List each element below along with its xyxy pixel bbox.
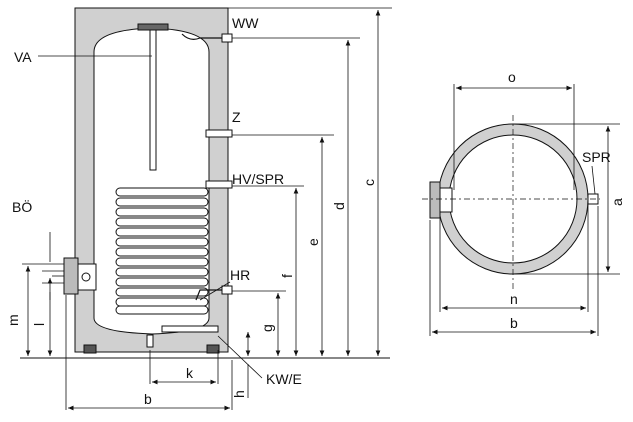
label-a: a bbox=[609, 198, 625, 206]
label-c: c bbox=[361, 179, 377, 186]
heat-coil-lower bbox=[115, 267, 209, 315]
label-l: l bbox=[31, 322, 47, 326]
inspection-flange bbox=[63, 257, 79, 295]
label-boe: BÖ bbox=[12, 199, 33, 215]
label-n: n bbox=[510, 291, 518, 307]
z-connector bbox=[205, 129, 233, 138]
label-va: VA bbox=[14, 49, 32, 65]
label-f: f bbox=[279, 274, 295, 278]
label-k: k bbox=[186, 365, 193, 381]
foot-right bbox=[206, 344, 220, 354]
foot-left bbox=[83, 344, 97, 354]
side-dimensions bbox=[22, 7, 392, 411]
heat-coil-upper bbox=[115, 187, 209, 267]
label-h: h bbox=[231, 390, 247, 398]
kw-pipe bbox=[161, 325, 219, 333]
label-hr: HR bbox=[230, 267, 251, 283]
label-hv-spr: HV/SPR bbox=[232, 171, 285, 187]
hr-pipe bbox=[195, 289, 232, 301]
anode-rod bbox=[149, 29, 157, 171]
label-g: g bbox=[259, 324, 275, 332]
label-spr: SPR bbox=[582, 149, 611, 165]
hv-connector bbox=[205, 180, 233, 189]
top-flange bbox=[137, 23, 169, 31]
label-e: e bbox=[305, 238, 321, 246]
label-b-side: b bbox=[144, 391, 152, 407]
side-view bbox=[20, 7, 390, 359]
top-dimensions bbox=[429, 84, 620, 336]
label-ww: WW bbox=[232, 15, 259, 31]
label-b-top: b bbox=[510, 315, 518, 331]
label-z: Z bbox=[232, 109, 241, 125]
label-m: m bbox=[5, 314, 21, 326]
side-flange bbox=[429, 181, 441, 219]
top-view bbox=[422, 115, 600, 290]
label-kw-e: KW/E bbox=[266, 371, 302, 387]
label-o: o bbox=[508, 69, 516, 85]
ww-pipe bbox=[181, 33, 228, 40]
label-d: d bbox=[331, 202, 347, 210]
